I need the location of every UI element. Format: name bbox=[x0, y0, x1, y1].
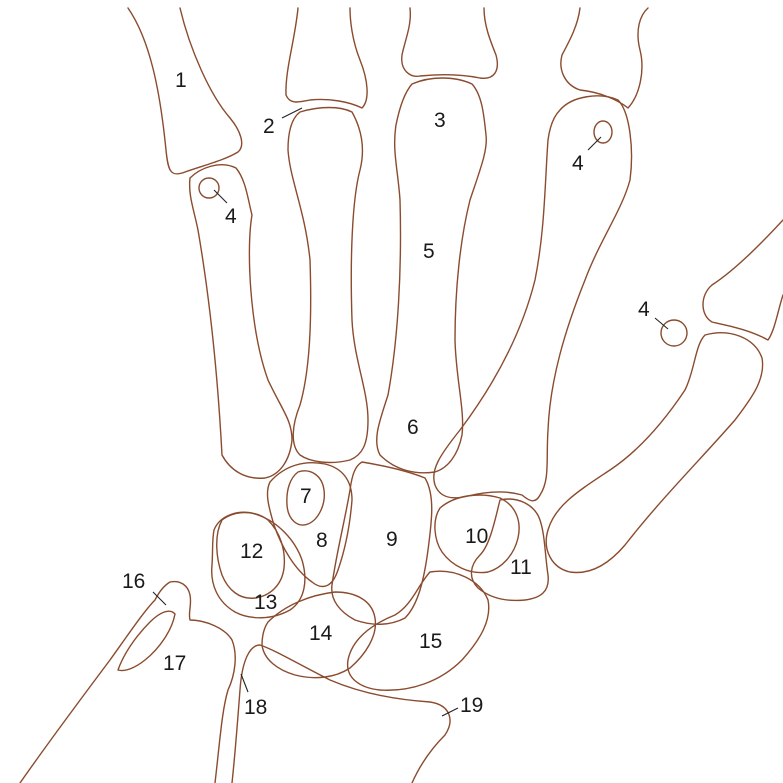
carpal-10 bbox=[434, 494, 520, 574]
label-1: 1 bbox=[175, 69, 187, 92]
radius-distal bbox=[231, 644, 451, 783]
label-13: 13 bbox=[254, 591, 277, 614]
carpal-11 bbox=[470, 498, 549, 602]
label-19: 19 bbox=[460, 694, 483, 717]
label-18: 18 bbox=[244, 696, 267, 719]
proximal-phalanx-third bbox=[401, 7, 498, 79]
thumb-proximal-phalanx bbox=[702, 219, 783, 341]
label-4c: 4 bbox=[638, 298, 650, 321]
proximal-phalanx-fourth bbox=[560, 7, 649, 109]
leader-line-2 bbox=[281, 107, 303, 119]
carpal-15 bbox=[346, 570, 490, 691]
thumb-metacarpal bbox=[545, 332, 764, 574]
proximal-phalanx-second bbox=[285, 7, 368, 109]
carpal-7 bbox=[266, 462, 353, 588]
label-8: 8 bbox=[316, 529, 328, 552]
metacarpal-left bbox=[188, 164, 293, 479]
label-14: 14 bbox=[309, 622, 333, 645]
label-9: 9 bbox=[386, 528, 398, 551]
label-5: 5 bbox=[423, 240, 435, 263]
ulna-styloid bbox=[117, 610, 176, 672]
label-12: 12 bbox=[240, 540, 263, 563]
label-4b: 4 bbox=[572, 152, 584, 175]
label-10: 10 bbox=[465, 525, 488, 548]
proximal-phalanx-left bbox=[127, 7, 243, 175]
carpal-9 bbox=[331, 461, 433, 625]
metacarpal-second bbox=[287, 106, 369, 464]
ulna-head bbox=[19, 580, 236, 783]
label-16: 16 bbox=[122, 570, 145, 593]
label-6: 6 bbox=[407, 416, 419, 439]
leader-line-19 bbox=[441, 707, 459, 717]
leader-line-4c bbox=[654, 317, 669, 330]
metacarpal-fourth bbox=[433, 95, 633, 502]
metacarpal-third bbox=[376, 77, 488, 474]
label-17: 17 bbox=[163, 652, 186, 675]
carpal-7-inner bbox=[286, 470, 325, 526]
label-11: 11 bbox=[510, 556, 532, 579]
leader-line-18 bbox=[240, 673, 249, 693]
carpal-13 bbox=[211, 511, 306, 619]
label-4a: 4 bbox=[225, 205, 237, 228]
label-3: 3 bbox=[434, 109, 446, 132]
label-7: 7 bbox=[300, 485, 312, 508]
label-2: 2 bbox=[263, 115, 275, 138]
sesamoid-left bbox=[198, 177, 220, 199]
leader-line-16 bbox=[152, 591, 167, 606]
leader-line-4b bbox=[587, 136, 602, 151]
sesamoid-right bbox=[593, 120, 613, 144]
sesamoid-thumb bbox=[660, 319, 688, 347]
leader-line-4a bbox=[213, 189, 228, 204]
label-15: 15 bbox=[419, 630, 442, 653]
